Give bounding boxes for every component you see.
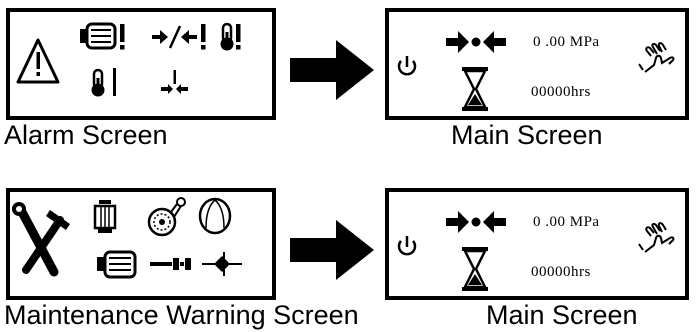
hourglass-icon [462, 247, 488, 291]
check-valve-icon [202, 252, 242, 276]
power-icon [397, 56, 417, 76]
transition-arrow-icon [290, 40, 374, 100]
temperature-low-icon [91, 68, 116, 97]
pressure-alarm-icon [152, 24, 206, 50]
motor-icon [97, 250, 137, 279]
pressure-readout: 0 .00 MPa [533, 214, 600, 230]
separator-icon [198, 197, 232, 235]
main-screen-panel: 0 .00 MPa 00000hrs [385, 8, 689, 120]
hourglass-icon [462, 67, 488, 111]
main-screen-caption: Main Screen [486, 300, 638, 330]
hours-readout: 00000hrs [531, 84, 591, 100]
alarm-screen-caption: Alarm Screen [4, 120, 168, 150]
alarm-screen-panel [6, 8, 276, 120]
transition-arrow-icon [290, 220, 374, 280]
main-screen-caption: Main Screen [451, 120, 603, 150]
warning-triangle-icon [16, 38, 60, 84]
air-filter-icon [150, 258, 191, 270]
main-screen-panel: 0 .00 MPa 00000hrs [385, 188, 689, 300]
belt-icon [147, 197, 186, 237]
maintenance-warning-screen-caption: Maintenance Warning Screen [4, 300, 359, 330]
oil-filter-icon [93, 200, 117, 233]
hand-icon [638, 222, 675, 253]
hand-icon [638, 42, 675, 73]
compression-icon [446, 211, 506, 233]
tools-icon [12, 202, 70, 277]
hours-readout: 00000hrs [531, 264, 591, 280]
compression-icon [446, 31, 506, 53]
pressure-readout: 0 .00 MPa [533, 34, 600, 50]
pressure-low-icon [161, 70, 188, 94]
power-icon [397, 236, 417, 256]
motor-alarm-icon [80, 22, 125, 50]
maintenance-warning-screen-panel [6, 188, 276, 300]
temperature-alarm-icon [220, 22, 241, 51]
